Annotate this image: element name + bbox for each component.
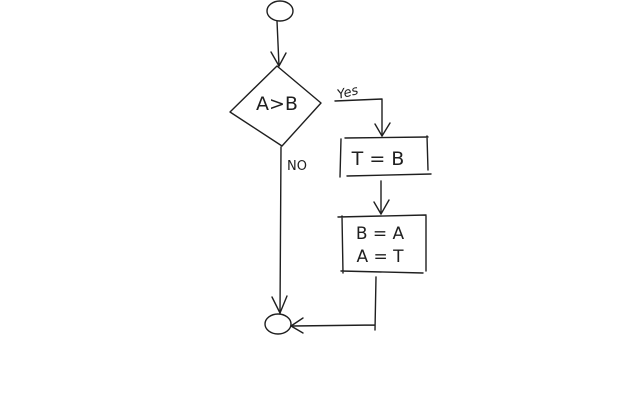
connector-step2-to-end xyxy=(292,276,377,331)
step2-line1: B = A xyxy=(356,224,405,244)
step2-box xyxy=(337,214,427,274)
end-node xyxy=(264,313,292,335)
step2-line2: A = T xyxy=(356,247,404,267)
step1-label: T = B xyxy=(351,148,405,170)
connector-no-branch xyxy=(279,146,282,315)
yes-label: Yes xyxy=(336,83,361,103)
decision-diamond xyxy=(229,65,322,147)
no-label: NO xyxy=(287,159,307,174)
arrowhead-end-from-no xyxy=(271,295,288,314)
connector-start-to-decision xyxy=(276,20,280,67)
arrowhead-step2 xyxy=(373,199,390,215)
step1-box xyxy=(339,135,432,178)
arrowhead-step1 xyxy=(374,122,391,137)
arrowhead-decision xyxy=(270,51,287,67)
connector-yes-branch xyxy=(334,98,383,137)
decision-label: A>B xyxy=(256,93,298,115)
start-node xyxy=(266,0,294,22)
